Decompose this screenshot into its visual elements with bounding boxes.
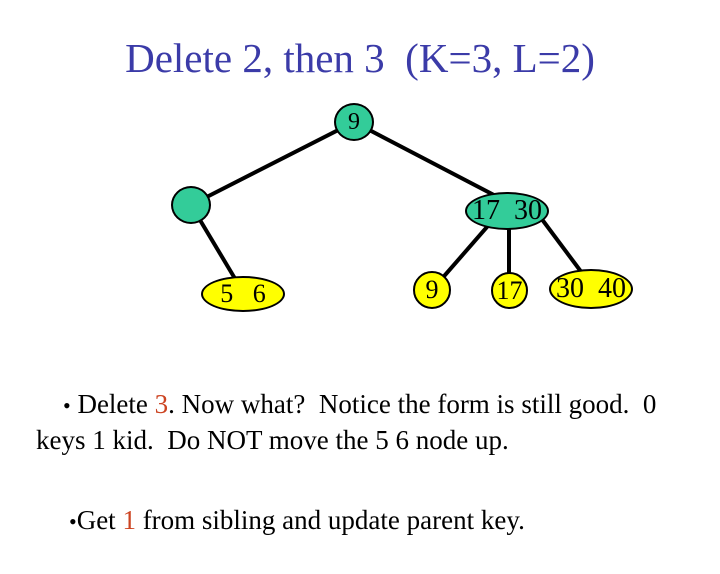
bullet-text-highlight: 3 xyxy=(154,389,169,419)
node-label: 17 30 xyxy=(472,195,542,226)
slide: Delete 2, then 3 (K=3, L=2) 9 17 30 5 6 … xyxy=(36,35,702,535)
bullet-paragraph-1: • Delete 3. Now what? Notice the form is… xyxy=(36,352,702,493)
tree-node-leaf-9: 9 xyxy=(413,271,451,309)
tree-node-root: 9 xyxy=(334,103,374,141)
bullet-text: Get xyxy=(76,505,123,535)
bullet-text: from sibling and update parent key. xyxy=(135,505,525,535)
tree-node-internal-right: 17 30 xyxy=(465,192,549,230)
slide-title: Delete 2, then 3 (K=3, L=2) xyxy=(125,35,595,81)
bullet-marker: • xyxy=(69,509,77,534)
tree-node-leaf-5-6: 5 6 xyxy=(201,276,285,312)
bullet-marker: • xyxy=(63,393,71,418)
node-label: 30 40 xyxy=(556,273,626,304)
bullet-text: . Now what? Notice the form is still goo… xyxy=(168,389,657,419)
bullet-paragraph-2: •Get 1 from sibling and update parent ke… xyxy=(42,468,702,574)
tree-node-leaf-30-40: 30 40 xyxy=(549,269,633,309)
tree-node-leaf-17: 17 xyxy=(491,272,528,309)
node-label: 9 xyxy=(348,108,360,135)
bullet-text: Delete xyxy=(70,389,155,419)
bullet-text: keys 1 kid. Do NOT move the 5 6 node up. xyxy=(36,425,509,455)
node-label: 9 xyxy=(425,275,439,304)
node-label: 5 6 xyxy=(220,279,266,308)
bullet-text-highlight: 1 xyxy=(122,505,136,535)
node-label: 17 xyxy=(496,275,523,305)
tree-edge-root-left xyxy=(190,120,355,207)
tree-edge-root-right xyxy=(353,120,516,208)
tree-node-internal-left xyxy=(171,186,211,224)
